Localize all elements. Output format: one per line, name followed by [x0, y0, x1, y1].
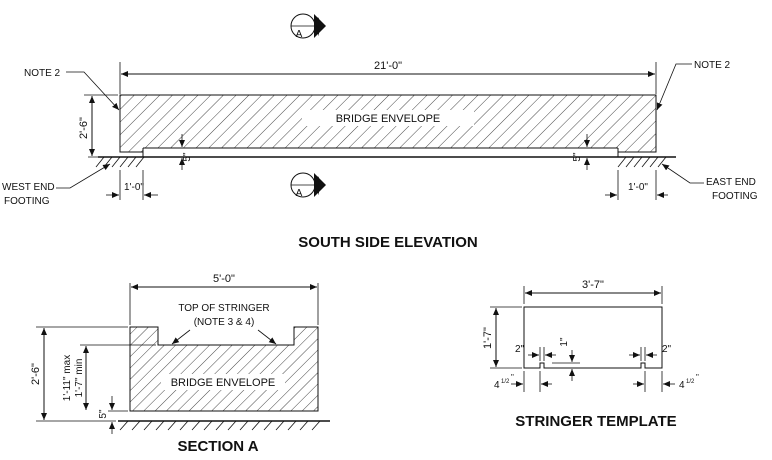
left-offset-fraction: 1/2: [501, 379, 510, 385]
section-height-label: 2'-6": [30, 363, 42, 385]
template-outline: [523, 306, 663, 369]
section-max-height-label: 1'-11" max: [62, 355, 73, 401]
stringer-template: 3'-7" 1'-7" 2" 2" 1" 4 1/2 ": [482, 279, 699, 430]
section-a-title: SECTION A: [177, 438, 258, 455]
section-min-height-label: 1'-7" min: [74, 359, 85, 398]
east-footing-label-line2: FOOTING: [712, 191, 758, 202]
section-width-label: 5'-0": [213, 273, 235, 285]
section-marker-top-letter: A: [296, 29, 303, 40]
template-height-label: 1'-7": [482, 327, 494, 349]
overall-length-label: 21'-0": [374, 60, 402, 72]
section-a: 5'-0" BRIDGE ENVELOPE TOP OF STRINGER (N…: [30, 273, 330, 455]
section-ground-hatch: [119, 420, 321, 431]
west-footing-label-line1: WEST END: [2, 182, 55, 193]
left-offset-whole: 4: [494, 380, 500, 391]
section-clearance-label: 5": [98, 409, 109, 419]
stringer-template-title: STRINGER TEMPLATE: [515, 413, 676, 430]
note-right-label: NOTE 2: [694, 60, 731, 71]
south-side-elevation: A SECT 21'-0" BRIDGE ENVELOPE: [2, 13, 758, 251]
west-footing-hatch: [95, 156, 145, 168]
section-marker-top-word: SECT: [312, 17, 319, 36]
east-footing-label-line1: EAST END: [706, 177, 756, 188]
section-marker-bottom-word: SECT: [312, 176, 319, 195]
left-footing-width-label: 1'-0": [124, 182, 144, 193]
left-offset-unit: ": [511, 373, 514, 382]
right-clearance-label: 5": [572, 152, 583, 162]
template-width-label: 3'-7": [582, 279, 604, 291]
section-marker-bottom: A SECT: [290, 172, 326, 199]
bridge-envelope-label: BRIDGE ENVELOPE: [336, 113, 441, 125]
right-footing-width-label: 1'-0": [628, 182, 648, 193]
right-offset-fraction: 1/2: [686, 379, 695, 385]
section-envelope-outline: [129, 326, 319, 412]
section-marker-bottom-letter: A: [296, 188, 303, 199]
east-footing-hatch: [617, 156, 667, 168]
section-marker-top: A SECT: [290, 13, 326, 40]
right-offset-unit: ": [696, 373, 699, 382]
stringer-label-line1: TOP OF STRINGER: [178, 303, 269, 314]
elevation-title: SOUTH SIDE ELEVATION: [298, 234, 477, 251]
right-offset-whole: 4: [679, 380, 685, 391]
notch-left-width-label: 2": [515, 344, 525, 355]
west-footing-label-line2: FOOTING: [4, 196, 50, 207]
notch-right-width-label: 2": [662, 344, 672, 355]
left-clearance-label: 5": [182, 152, 193, 162]
elevation-height-label: 2'-6": [78, 117, 90, 139]
notch-depth-label: 1": [559, 337, 570, 347]
note-left-label: NOTE 2: [24, 68, 61, 79]
section-envelope-label: BRIDGE ENVELOPE: [171, 377, 276, 389]
stringer-label-line2: (NOTE 3 & 4): [194, 317, 255, 328]
